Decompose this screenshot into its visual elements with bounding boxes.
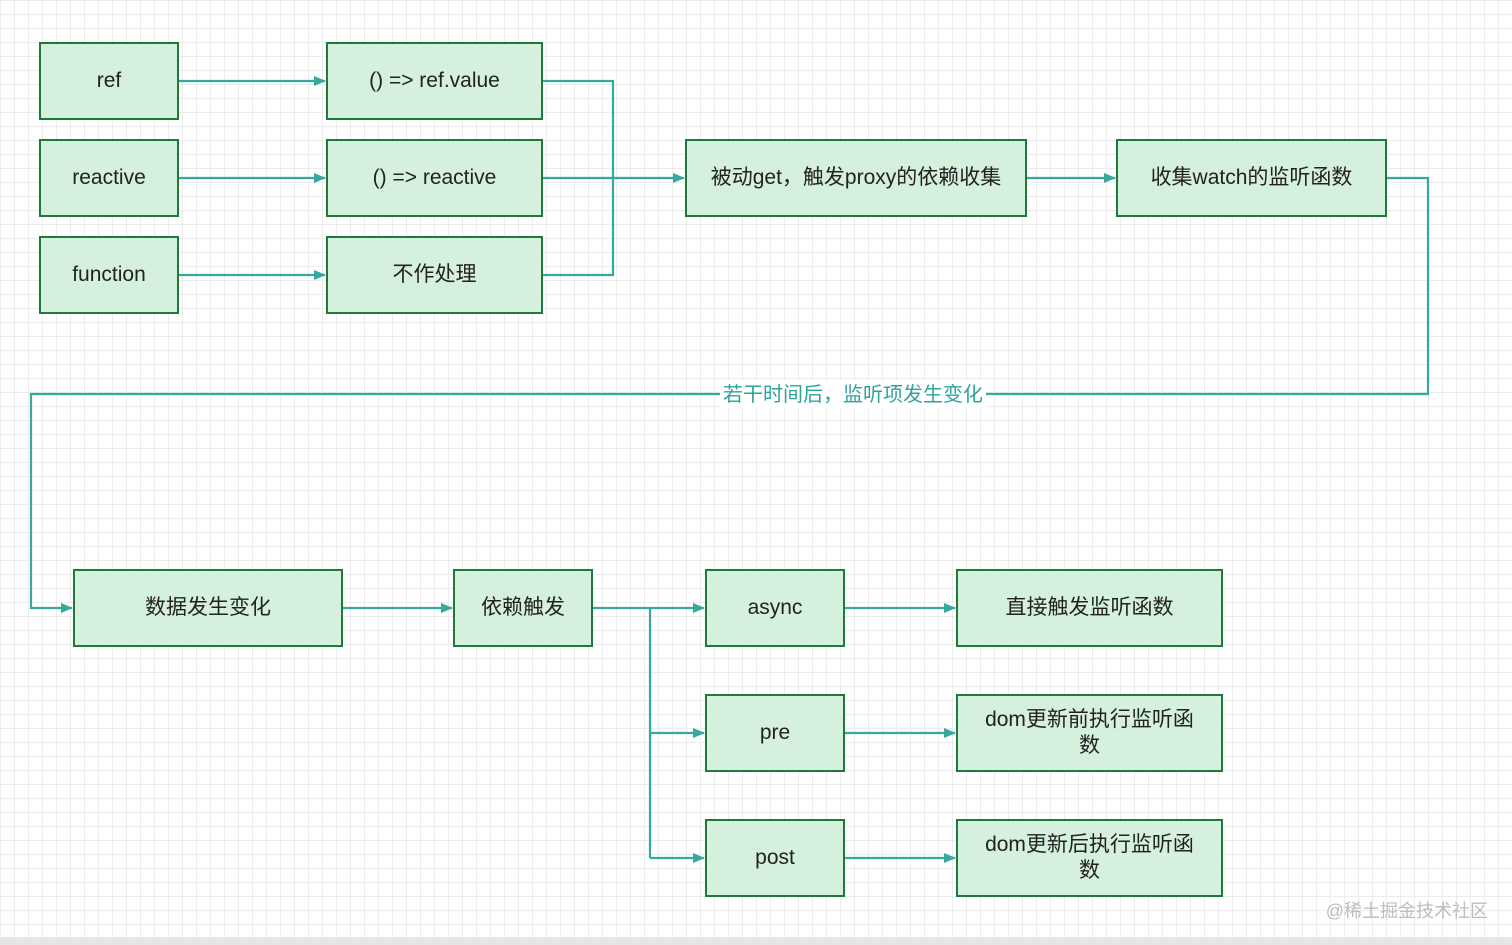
node-ref-label: ref — [96, 68, 122, 92]
watermark: @稀土掘金技术社区 — [1325, 901, 1488, 921]
node-ref[interactable]: ref — [39, 42, 179, 120]
node-function-label: function — [72, 262, 146, 286]
node-passive-get[interactable]: 被动get，触发proxy的依赖收集 — [685, 139, 1027, 217]
node-reactive-getter[interactable]: () => reactive — [326, 139, 543, 217]
node-passive-get-label: 被动get，触发proxy的依赖收集 — [710, 165, 1002, 189]
node-after-dom-update[interactable]: dom更新后执行监听函数 — [956, 819, 1223, 897]
node-post-label: post — [755, 845, 795, 869]
node-pre-label: pre — [759, 720, 791, 744]
node-async-label: async — [747, 595, 803, 619]
node-data-change[interactable]: 数据发生变化 — [73, 569, 343, 647]
edge-label-watch-change: 若干时间后，监听项发生变化 — [720, 381, 986, 409]
connector-noop-merge — [543, 178, 615, 277]
node-data-change-label: 数据发生变化 — [145, 595, 271, 619]
node-dep-trigger[interactable]: 依赖触发 — [453, 569, 593, 647]
connector-ref-getter-merge — [543, 79, 615, 178]
node-pre[interactable]: pre — [705, 694, 845, 772]
node-reactive-label: reactive — [72, 165, 146, 189]
node-direct-trigger-label: 直接触发监听函数 — [1005, 595, 1174, 619]
node-reactive-getter-label: () => reactive — [372, 165, 497, 189]
node-ref-getter[interactable]: () => ref.value — [326, 42, 543, 120]
node-before-dom-update[interactable]: dom更新前执行监听函数 — [956, 694, 1223, 772]
node-collect-watch-label: 收集watch的监听函数 — [1150, 165, 1353, 189]
node-no-processing[interactable]: 不作处理 — [326, 236, 543, 314]
node-no-processing-label: 不作处理 — [392, 262, 477, 286]
node-function[interactable]: function — [39, 236, 179, 314]
node-before-dom-update-label: dom更新前执行监听函数 — [985, 707, 1194, 757]
node-ref-getter-label: () => ref.value — [369, 68, 500, 92]
node-post[interactable]: post — [705, 819, 845, 897]
node-reactive[interactable]: reactive — [39, 139, 179, 217]
node-after-dom-update-label: dom更新后执行监听函数 — [985, 832, 1194, 882]
node-dep-trigger-label: 依赖触发 — [481, 595, 565, 619]
node-direct-trigger[interactable]: 直接触发监听函数 — [956, 569, 1223, 647]
bottom-strip — [0, 937, 1512, 945]
node-async[interactable]: async — [705, 569, 845, 647]
node-collect-watch[interactable]: 收集watch的监听函数 — [1116, 139, 1387, 217]
